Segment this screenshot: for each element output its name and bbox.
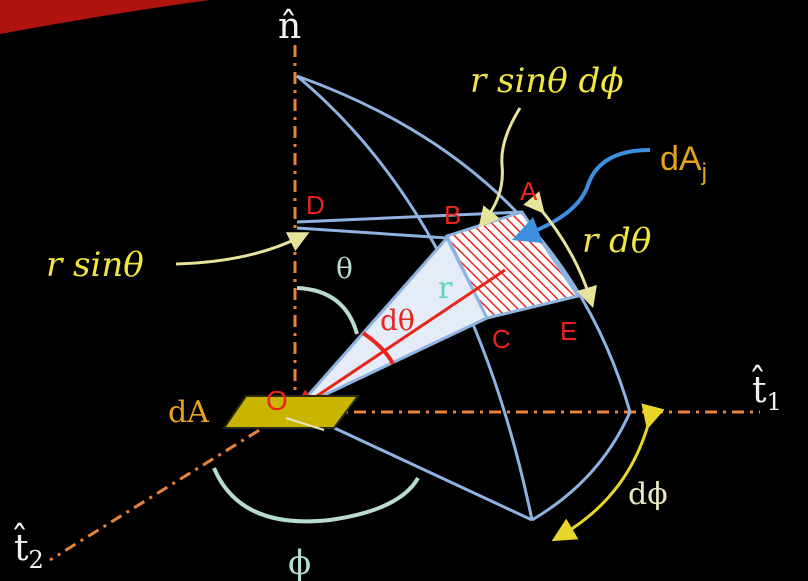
label-dtheta: dθ	[380, 304, 415, 337]
phi-arc	[212, 467, 420, 524]
t2-axis-label: t̂2	[14, 523, 44, 574]
theta-arc	[296, 286, 359, 335]
label-phi: ϕ	[288, 543, 311, 581]
t1-axis-label: t̂1	[752, 365, 782, 416]
dtheta-arc	[361, 331, 395, 365]
callout-r-sin-theta-dphi	[478, 107, 522, 229]
label-r-dtheta: r dθ	[582, 221, 651, 261]
label-r-sin-theta: r sinθ	[46, 245, 144, 285]
t2-axis	[49, 414, 283, 562]
callout-r-sin-theta	[175, 232, 310, 266]
r-dtheta-arrow	[523, 191, 597, 309]
label-dAj: dAj	[660, 140, 707, 186]
point-C: C	[492, 324, 511, 354]
corner-swoosh	[0, 0, 210, 34]
point-E: E	[560, 316, 577, 346]
label-r-sin-theta-dphi: r sinθ dϕ	[470, 61, 624, 101]
r-vector	[292, 268, 506, 413]
label-theta: θ	[336, 252, 353, 285]
dA-surface	[222, 395, 360, 429]
label-dphi: dϕ	[628, 477, 668, 512]
label-r: r	[438, 271, 453, 306]
point-D: D	[306, 190, 325, 220]
dA-inner-line	[285, 417, 325, 431]
label-dA: dA	[168, 395, 209, 430]
dphi-arrow	[551, 403, 665, 542]
point-O: O	[266, 385, 288, 416]
point-A: A	[520, 176, 538, 206]
n-axis-label: n̂	[278, 6, 301, 47]
point-B: B	[444, 200, 461, 230]
